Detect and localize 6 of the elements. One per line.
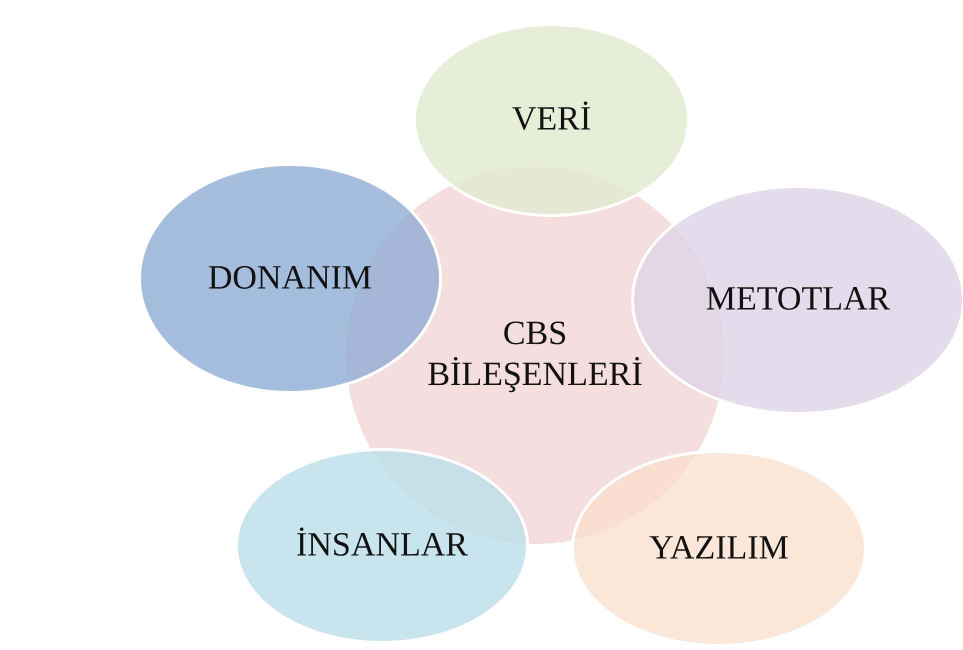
node-label: CBS BİLEŞENLERİ	[426, 314, 644, 395]
node-label: METOTLAR	[704, 280, 892, 320]
node-label: YAZILIM	[648, 528, 790, 568]
node-label: DONANIM	[206, 258, 374, 298]
node-label: İNSANLAR	[295, 526, 469, 566]
node-label: VERİ	[510, 100, 592, 140]
